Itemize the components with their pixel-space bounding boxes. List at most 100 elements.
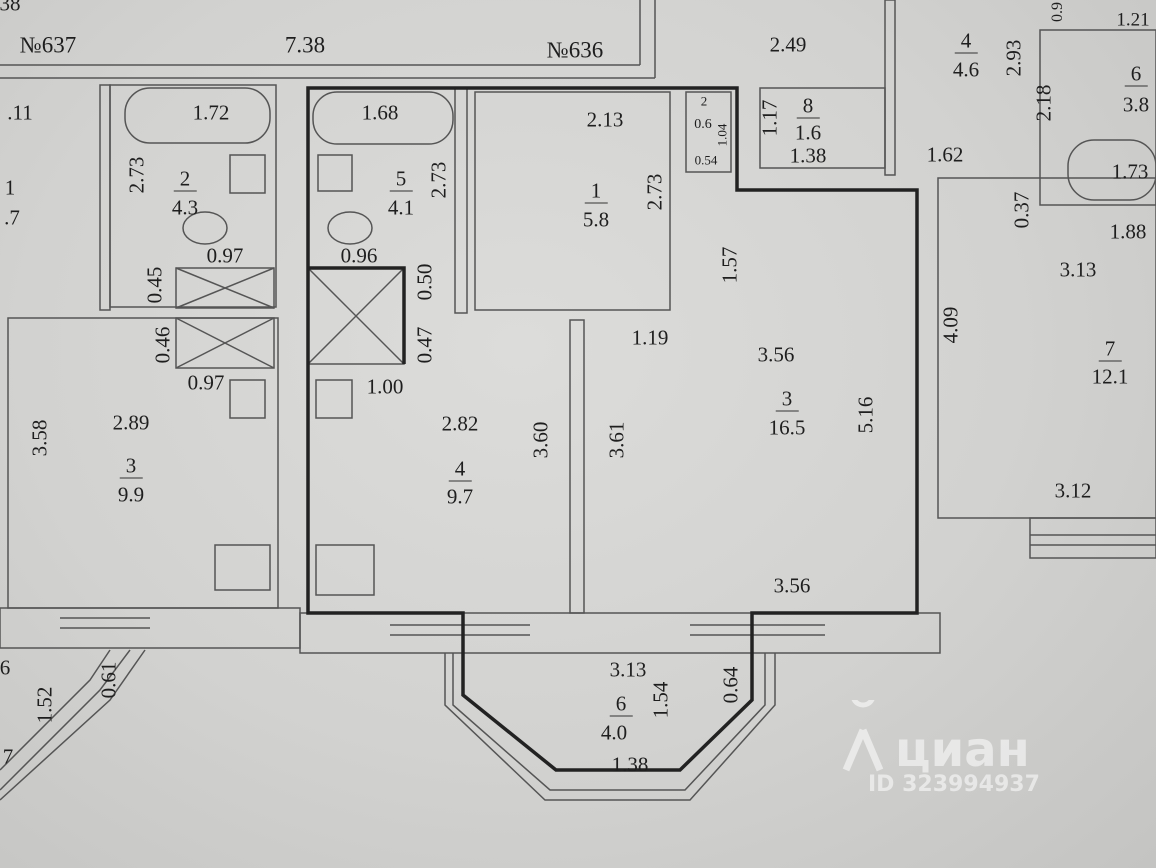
watermark-id: ID 323994937 bbox=[868, 772, 1040, 797]
apt636-loggia-area: 4.0 bbox=[600, 720, 628, 745]
apt635-room4-height: 2.93 bbox=[1001, 39, 1026, 77]
apt636-hall-door: 1.19 bbox=[631, 325, 669, 350]
apt636-closet-number: 2 bbox=[700, 93, 708, 109]
apt636-living-height-right: 5.16 bbox=[853, 396, 878, 434]
apt635-room7-area: 12.1 bbox=[1091, 364, 1129, 389]
apt635-small-dim2: 1.21 bbox=[1116, 9, 1150, 31]
apt636-living-number: 3 bbox=[775, 388, 799, 412]
apt636-hall-width: 2.13 bbox=[586, 107, 624, 132]
apt637-balcony-dim2: 0.61 bbox=[96, 661, 121, 699]
apt637-shaft-2 bbox=[175, 317, 275, 369]
apt635-bathtub bbox=[1067, 139, 1156, 201]
apt636-outline bbox=[306, 86, 919, 772]
apt636-sink bbox=[317, 154, 353, 192]
apt636-kitchen-width: 2.82 bbox=[441, 411, 479, 436]
apt636-living-width-bottom: 3.56 bbox=[773, 573, 811, 598]
apt637-stove bbox=[214, 544, 271, 591]
apt636-living-height-left: 3.61 bbox=[604, 421, 629, 459]
apt635-room8-height: 1.17 bbox=[757, 99, 782, 137]
apt636-shaft2-dim: 0.47 bbox=[412, 326, 437, 364]
apt636-loggia-side: 1.54 bbox=[648, 681, 673, 719]
apt637-tub-length: 1.72 bbox=[192, 100, 230, 125]
apt635-room7-height: 4.09 bbox=[938, 306, 963, 344]
apt637-kitchen-area: 9.9 bbox=[117, 482, 145, 507]
apt635-room4-width: 1.62 bbox=[926, 142, 964, 167]
apt636-living-nook: 1.57 bbox=[717, 246, 742, 284]
apt636-kitchen-number: 4 bbox=[448, 458, 472, 482]
apt636-hall-walls bbox=[474, 91, 671, 311]
apt636-bath-area: 4.1 bbox=[387, 195, 415, 220]
apt637-bath-number: 2 bbox=[173, 168, 197, 192]
apt635-room8-width: 1.38 bbox=[789, 143, 827, 168]
apt635-gap-dim: 0.37 bbox=[1009, 191, 1034, 229]
apt637-kitchen-sink bbox=[229, 379, 266, 419]
apt636-bath-height: 2.73 bbox=[426, 161, 451, 199]
apt635-room6-width: 1.88 bbox=[1109, 219, 1147, 244]
apt635-small-dim1: 0.9 bbox=[1049, 2, 1066, 22]
apt635-room7-number: 7 bbox=[1098, 338, 1122, 362]
apt637-room1-number: 1 bbox=[4, 175, 16, 200]
apt636-hall-height: 2.73 bbox=[642, 173, 667, 211]
apt637-balcony-number: 6 bbox=[0, 655, 11, 680]
apt637-kitchen-walls bbox=[7, 317, 279, 609]
apt635-room6-area: 3.8 bbox=[1122, 92, 1150, 117]
apt635-room4-area: 4.6 bbox=[952, 57, 980, 82]
apt637-shaft2-dim: 0.46 bbox=[150, 326, 175, 364]
apt636-bath-number: 5 bbox=[389, 168, 413, 192]
location-pin-icon bbox=[842, 700, 884, 772]
apt636-stove bbox=[315, 544, 375, 596]
apt637-bath-area: 4.3 bbox=[171, 195, 199, 220]
apt635-room8-number: 8 bbox=[796, 95, 820, 119]
top-dimension: 7.38 bbox=[284, 32, 326, 58]
apt636-bath-width: 0.96 bbox=[340, 243, 378, 268]
apt637-shaft-dim: 0.45 bbox=[142, 266, 167, 304]
apt637-shaft-width: 0.97 bbox=[187, 370, 225, 395]
apt636-loggia-side2: 0.64 bbox=[718, 666, 743, 704]
corner-dimension: 38 bbox=[0, 0, 21, 16]
apt636-loggia-number: 6 bbox=[609, 693, 633, 717]
apt637-sink bbox=[229, 154, 266, 194]
apt637-shaft bbox=[175, 267, 275, 309]
apt636-exterior-wall bbox=[299, 612, 941, 654]
apt636-closet-width: 0.54 bbox=[694, 152, 718, 168]
apt636-shaft-dim: 0.50 bbox=[412, 263, 437, 301]
apt637-balcony-number-2: 7 bbox=[2, 744, 14, 769]
apt637-room1-area: .7 bbox=[4, 205, 20, 230]
apt637-bath-height: 2.73 bbox=[124, 156, 149, 194]
apt635-room7-width-top: 3.13 bbox=[1059, 257, 1097, 282]
apt636-closet-walls bbox=[685, 91, 732, 173]
apt636-loggia-bottom: 1.38 bbox=[611, 752, 649, 777]
apt635-room6-height: 2.18 bbox=[1031, 84, 1056, 122]
apt636-bathtub bbox=[312, 91, 454, 145]
apt636-living-area: 16.5 bbox=[768, 415, 806, 440]
apt637-room1-dim: .11 bbox=[7, 100, 33, 125]
apt636-kitchen-height: 3.60 bbox=[528, 421, 553, 459]
apt637-balcony-dim1: 1.52 bbox=[32, 686, 57, 724]
apt636-kitchen-sink bbox=[315, 379, 353, 419]
apartment-636-number: №636 bbox=[546, 37, 604, 63]
apt637-bath-width: 0.97 bbox=[206, 243, 244, 268]
apt636-closet-height: 1.04 bbox=[714, 123, 730, 147]
apt635-room6-number: 6 bbox=[1124, 63, 1148, 87]
apt636-partition bbox=[569, 319, 585, 614]
apt637-kitchen-height: 3.58 bbox=[27, 419, 52, 457]
apt637-kitchen-number: 3 bbox=[119, 455, 143, 479]
apt635-tub-length: 1.73 bbox=[1111, 159, 1149, 184]
apt635-room8-area: 1.6 bbox=[794, 120, 822, 145]
apt636-hall-number: 1 bbox=[584, 180, 608, 204]
apt635-room7-width-bottom: 3.12 bbox=[1054, 478, 1092, 503]
apt637-kitchen-width: 2.89 bbox=[112, 410, 150, 435]
apt635-room4-number: 4 bbox=[954, 30, 978, 54]
apt637-bathtub bbox=[124, 87, 271, 144]
apt636-living-width-top: 3.56 bbox=[757, 342, 795, 367]
apt636-hall-area: 5.8 bbox=[582, 207, 610, 232]
watermark-brand: циан bbox=[895, 722, 1030, 778]
apt636-loggia-width: 3.13 bbox=[609, 657, 647, 682]
apt636-kitchen-area: 9.7 bbox=[446, 484, 474, 509]
apt635-corridor-width: 2.49 bbox=[769, 32, 807, 57]
apt636-toilet bbox=[327, 211, 373, 245]
apt637-toilet bbox=[182, 211, 228, 245]
apt636-shaft-width: 1.00 bbox=[366, 374, 404, 399]
apartment-637-number: №637 bbox=[19, 32, 77, 58]
